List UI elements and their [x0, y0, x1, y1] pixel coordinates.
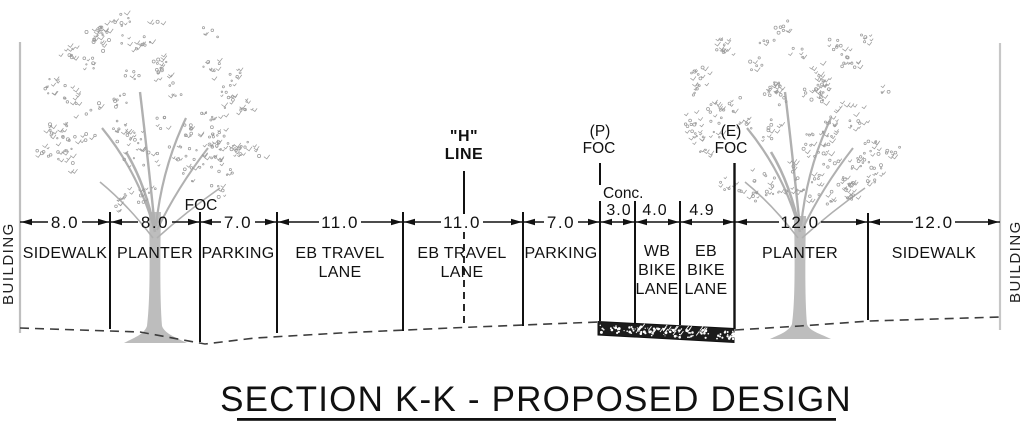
label-planter-left: PLANTER — [117, 245, 193, 262]
dim-travel-lane-1: 11.0 — [321, 213, 359, 232]
segment-boundary-lines — [109, 201, 869, 342]
label-travel1-line2: LANE — [319, 264, 362, 281]
dim-travel-lane-2: 11.0 — [443, 213, 481, 232]
label-travel2-line1: EB TRAVEL — [417, 245, 506, 262]
dim-conc-strip: 3.0 — [606, 202, 631, 219]
label-parking-right: PARKING — [525, 245, 598, 262]
label-planter-right: PLANTER — [762, 245, 838, 262]
tree-trunk-right — [770, 216, 831, 339]
tree-trunk-left — [124, 212, 187, 343]
dimension-arrows — [21, 218, 999, 226]
concrete-section-bar — [597, 320, 736, 344]
tree-illustration-right — [683, 19, 901, 339]
concrete-hatch-speckles — [599, 323, 736, 341]
dim-parking-right: 7.0 — [547, 213, 575, 232]
label-wb-bike-line2: BIKE — [638, 262, 676, 279]
tree-foliage-left — [35, 10, 271, 213]
label-sidewalk-left: SIDEWALK — [23, 245, 108, 262]
label-sidewalk-right: SIDEWALK — [892, 245, 977, 262]
dim-wb-bike-lane: 4.0 — [642, 202, 667, 219]
drawing-title: SECTION K-K - PROPOSED DESIGN — [220, 380, 852, 419]
tree-branches-right — [744, 91, 866, 239]
label-travel2-line2: LANE — [441, 264, 484, 281]
dim-sidewalk-right: 12.0 — [914, 213, 953, 232]
label-parking-left: PARKING — [202, 245, 275, 262]
dim-planter-right: 12.0 — [780, 213, 819, 232]
tree-illustration-left — [35, 10, 271, 343]
title-underline — [237, 418, 836, 421]
dim-eb-bike-lane: 4.9 — [689, 202, 714, 219]
label-eb-bike-line2: BIKE — [687, 262, 725, 279]
building-label-right: BUILDING — [1007, 220, 1024, 303]
h-line-label-2: LINE — [445, 146, 483, 163]
conc-label: Conc. — [603, 185, 644, 202]
label-eb-bike-line3: LANE — [685, 281, 728, 298]
e-foc-label-2: FOC — [715, 140, 748, 157]
p-foc-label-1: (P) — [590, 123, 611, 140]
tree-foliage-right — [683, 19, 901, 206]
label-travel1-line1: EB TRAVEL — [295, 245, 384, 262]
p-foc-label-2: FOC — [583, 140, 616, 157]
label-wb-bike-line3: LANE — [636, 281, 679, 298]
ground-line-right — [734, 316, 1001, 331]
label-wb-bike-line1: WB — [644, 243, 670, 260]
label-eb-bike-line1: EB — [695, 243, 717, 260]
foc-label-left: FOC — [185, 197, 218, 214]
dim-parking-left: 7.0 — [224, 213, 252, 232]
dim-planter-left: 8.0 — [141, 213, 169, 232]
tree-branches-left — [99, 91, 221, 239]
e-foc-label-1: (E) — [721, 123, 742, 140]
building-label-left: BUILDING — [0, 222, 17, 305]
h-line-label-1: "H" — [450, 128, 478, 145]
dim-sidewalk-left: 8.0 — [51, 213, 79, 232]
